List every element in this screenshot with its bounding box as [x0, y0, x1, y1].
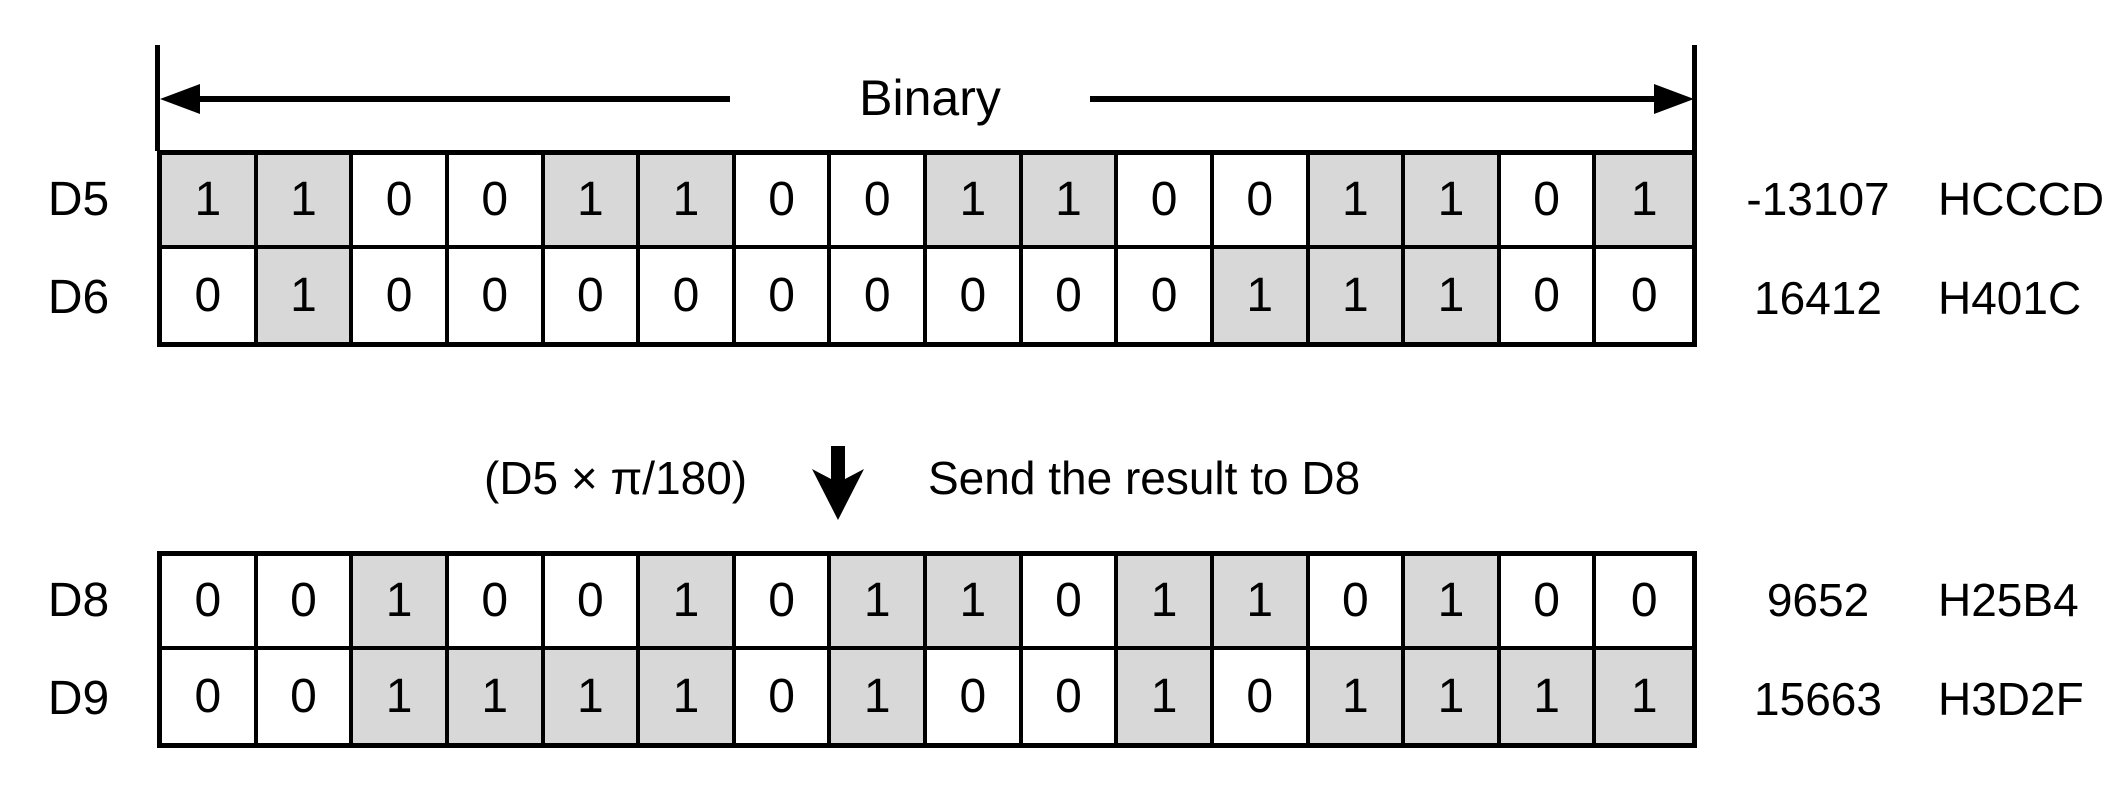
- bit-cell-D8-6: 0: [1022, 556, 1119, 650]
- bit-cell-D5-13: 0: [353, 155, 449, 249]
- bit-cell-D9-10: 1: [640, 649, 736, 743]
- bit-cell-D9-5: 1: [1118, 649, 1214, 743]
- bit-cell-D5-12: 0: [448, 155, 545, 249]
- bit-cell-D5-1: 0: [1500, 155, 1597, 249]
- decimal-value-D9: 15663: [1754, 672, 1882, 725]
- bit-cell-D6-13: 0: [353, 248, 449, 342]
- bit-cell-D8-2: 1: [1405, 556, 1501, 650]
- bit-cell-D9-15: 0: [162, 649, 258, 743]
- operation-description: Send the result to D8: [928, 452, 1361, 504]
- bit-cell-D9-12: 1: [448, 649, 545, 743]
- bit-cell-D5-14: 1: [257, 155, 354, 249]
- bit-cell-D6-0: 0: [1596, 248, 1692, 342]
- operation-formula: (D5 × π/180): [484, 452, 748, 504]
- hex-value-D5: HCCCD: [1938, 173, 2105, 225]
- bit-cell-D5-11: 1: [544, 155, 641, 249]
- bit-cell-D8-9: 0: [735, 556, 832, 650]
- bit-cell-D6-7: 0: [927, 248, 1023, 342]
- bit-cell-D6-9: 0: [735, 248, 832, 342]
- left-arrow-icon: [160, 84, 730, 114]
- binary-span-label: Binary: [859, 70, 1001, 126]
- bit-cell-D9-2: 1: [1405, 649, 1501, 743]
- bit-cell-D9-14: 0: [257, 649, 354, 743]
- bit-cell-D8-13: 1: [353, 556, 449, 650]
- bit-cell-D8-15: 0: [162, 556, 258, 650]
- bit-cell-D5-8: 0: [831, 155, 927, 249]
- bit-cell-D5-0: 1: [1596, 155, 1692, 249]
- span-tick-left: [155, 45, 160, 151]
- bit-cell-D8-3: 0: [1309, 556, 1406, 650]
- bit-cell-D5-5: 0: [1118, 155, 1214, 249]
- bit-cell-D9-7: 0: [927, 649, 1023, 743]
- bit-cell-D6-6: 0: [1022, 248, 1119, 342]
- bit-cell-D6-11: 0: [544, 248, 641, 342]
- decimal-value-D6: 16412: [1754, 271, 1882, 324]
- register-label-D9: D9: [47, 672, 110, 725]
- bit-cell-D5-7: 1: [927, 155, 1023, 249]
- hex-value-D8: H25B4: [1938, 574, 2079, 626]
- bit-cell-D9-13: 1: [353, 649, 449, 743]
- bit-cell-D8-10: 1: [640, 556, 736, 650]
- bit-cell-D8-1: 0: [1500, 556, 1597, 650]
- bit-cell-D5-2: 1: [1405, 155, 1501, 249]
- bit-cell-D5-4: 0: [1213, 155, 1310, 249]
- bit-cell-D6-2: 1: [1405, 248, 1501, 342]
- bit-cell-D8-7: 1: [927, 556, 1023, 650]
- bit-cell-D6-1: 0: [1500, 248, 1597, 342]
- bit-cell-D9-1: 1: [1500, 649, 1597, 743]
- bit-cell-D5-9: 0: [735, 155, 832, 249]
- bit-cell-D9-9: 0: [735, 649, 832, 743]
- hex-value-D6: H401C: [1938, 271, 2082, 324]
- bit-cell-D9-0: 1: [1596, 649, 1692, 743]
- bit-cell-D6-15: 0: [162, 248, 258, 342]
- bit-cell-D8-12: 0: [448, 556, 545, 650]
- span-tick-right: [1692, 45, 1697, 151]
- bit-cell-D6-8: 0: [831, 248, 927, 342]
- bit-cell-D5-3: 1: [1309, 155, 1406, 249]
- bit-cell-D6-10: 0: [640, 248, 736, 342]
- bit-cell-D6-5: 0: [1118, 248, 1214, 342]
- bit-cell-D9-4: 0: [1213, 649, 1310, 743]
- register-label-D6: D6: [47, 271, 110, 324]
- decimal-value-D8: 9652: [1766, 574, 1870, 626]
- register-label-D8: D8: [47, 573, 110, 627]
- bit-cell-D6-14: 1: [257, 248, 354, 342]
- hex-value-D9: H3D2F: [1938, 672, 2084, 725]
- bit-cell-D9-3: 1: [1309, 649, 1406, 743]
- bit-cell-D5-6: 1: [1022, 155, 1119, 249]
- right-arrow-icon: [1090, 84, 1694, 114]
- bit-cell-D6-3: 1: [1309, 248, 1406, 342]
- decimal-value-D5: -13107: [1746, 173, 1890, 225]
- bit-cell-D9-11: 1: [544, 649, 641, 743]
- bit-cell-D8-11: 0: [544, 556, 641, 650]
- bit-cell-D8-5: 1: [1118, 556, 1214, 650]
- bit-cell-D6-4: 1: [1213, 248, 1310, 342]
- bit-cell-D8-8: 1: [831, 556, 927, 650]
- bit-cell-D5-15: 1: [162, 155, 258, 249]
- down-arrow-icon: [812, 446, 864, 520]
- bit-cell-D8-4: 1: [1213, 556, 1310, 650]
- bit-cell-D6-12: 0: [448, 248, 545, 342]
- bit-cell-D8-0: 0: [1596, 556, 1692, 650]
- register-label-D5: D5: [47, 172, 110, 226]
- bit-cell-D9-6: 0: [1022, 649, 1119, 743]
- bit-cell-D8-14: 0: [257, 556, 354, 650]
- bit-cell-D9-8: 1: [831, 649, 927, 743]
- bit-cell-D5-10: 1: [640, 155, 736, 249]
